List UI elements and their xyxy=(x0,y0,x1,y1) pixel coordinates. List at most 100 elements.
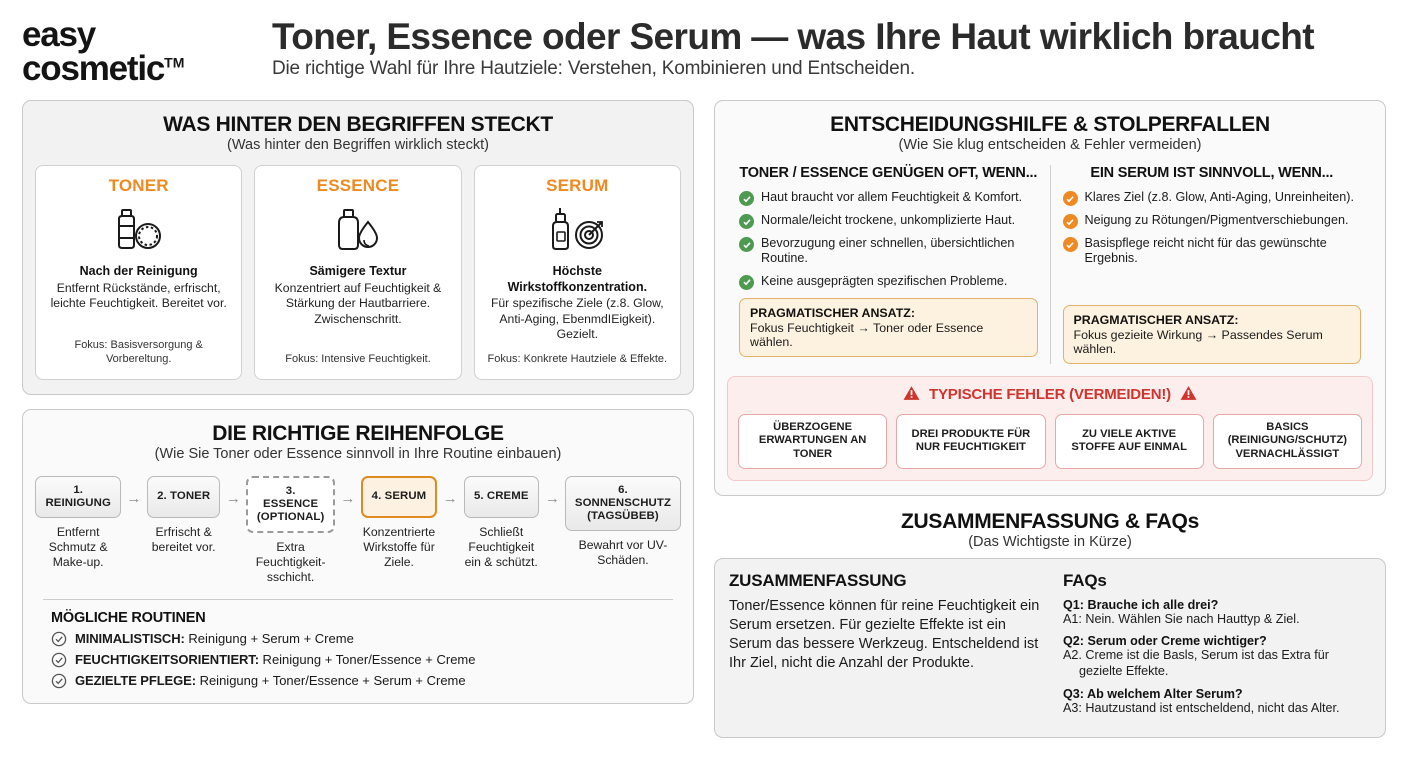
faq-question: Q2: Serum oder Creme wichtiger? xyxy=(1063,634,1267,649)
concepts-panel-subtitle: (Was hinter den Begriffen wirklich steck… xyxy=(227,137,489,153)
decision-panel-subtitle: (Wie Sie klug entscheiden & Fehler verme… xyxy=(898,137,1202,153)
concepts-panel-title: WAS HINTER DEN BEGRIFFEN STECKT xyxy=(163,113,553,136)
brand-logo-word: cosmetic xyxy=(22,48,165,88)
flow-step-caption-5: Schließt Feuchtigkeit ein & schützt. xyxy=(464,524,538,569)
flow-arrow-icon: → xyxy=(442,489,458,507)
concept-name-essence: ESSENCE xyxy=(316,176,400,195)
flow-step-1[interactable]: 1. REINIGUNG Entfernt Schmutz & Make-up. xyxy=(35,475,122,570)
decision-left-heading: TONER / ESSENCE GENÜGEN OFT, WENN... xyxy=(739,165,1038,181)
flow-arrow-icon: → xyxy=(340,489,356,507)
page-title: Toner, Essence oder Serum — was Ihre Hau… xyxy=(272,16,1315,57)
check-badge-orange-icon xyxy=(1062,237,1078,252)
flow-arrow-icon: → xyxy=(126,489,142,507)
check-badge-orange-icon xyxy=(1062,191,1078,206)
flow-step-label-1: 1. REINIGUNG xyxy=(35,475,122,519)
error-box: DREI PRODUKTE FÜR NUR FEUCHTIGKEIT xyxy=(896,413,1046,469)
routine-flow: 1. REINIGUNG Entfernt Schmutz & Make-up.… xyxy=(35,475,681,585)
pragmatic-body-left: Fokus Feuchtigkeit → Toner oder Essence … xyxy=(750,320,984,349)
essence-bottle-droplet-icon xyxy=(332,202,384,260)
faq-answer: A3: Hautzustand ist entscheldend, nicht … xyxy=(1063,700,1340,715)
flow-step-6[interactable]: 6. SONNENSCHUTZ (TAGSÜBEB) Bewahrt vor U… xyxy=(564,475,681,568)
pragmatic-box-right: PRAGMATISCHER ANSATZ: Fokus gezieite Wir… xyxy=(1062,304,1361,364)
routine-list-item: FEUCHTIGKEITSORIENTIERT: Reinigung + Ton… xyxy=(35,647,681,668)
concept-heading-toner: Nach der Reinigung xyxy=(79,264,198,278)
concept-card-essence: ESSENCE Sämigere Textur Konzentriert auf… xyxy=(254,165,462,380)
decision-left-item-text: Haut braucht vor allem Feuchtigkeit & Ko… xyxy=(761,190,1023,204)
flow-step-5[interactable]: 5. CREME Schließt Feuchtigkeit ein & sch… xyxy=(463,475,540,570)
concept-name-serum: SERUM xyxy=(546,176,609,195)
faq-heading: FAQs xyxy=(1063,570,1107,590)
check-circle-icon xyxy=(51,631,67,647)
flow-step-label-2: 2. TONER xyxy=(147,475,221,518)
concept-card-row: TONER Nach der Reinigung xyxy=(35,165,681,380)
flow-step-caption-4: Konzentrierte Wirkstoffe für Ziele. xyxy=(362,524,436,569)
decision-left-item: Haut braucht vor allem Feuchtigkeit & Ko… xyxy=(739,190,1038,206)
decision-column-serum: EIN SERUM IST SINNVOLL, WENN... Klares Z… xyxy=(1049,165,1374,364)
flow-step-caption-1: Entfernt Schmutz & Make-up. xyxy=(48,525,108,569)
flow-step-label-6: 6. SONNENSCHUTZ (TAGSÜBEB) xyxy=(564,475,681,532)
routine-label: MINIMALISTISCH: xyxy=(75,631,185,647)
check-badge-orange-icon xyxy=(1062,214,1078,229)
order-panel-subtitle: (Wie Sie Toner oder Essence sinnvoll in … xyxy=(154,445,562,462)
decision-columns: TONER / ESSENCE GENÜGEN OFT, WENN... Hau… xyxy=(727,165,1373,364)
concepts-panel: WAS HINTER DEN BEGRIFFEN STECKT (Was hin… xyxy=(22,100,694,395)
concept-card-toner: TONER Nach der Reinigung xyxy=(35,165,243,380)
serum-dropper-target-icon xyxy=(546,202,608,260)
check-badge-green-icon xyxy=(739,214,754,229)
routine-label: GEZIELTE PFLEGE: xyxy=(75,673,196,689)
warning-triangle-icon-left xyxy=(903,385,920,405)
flow-arrow-icon: → xyxy=(544,489,560,507)
error-box: ZU VIELE AKTIVE STOFFE AUF EINMAL xyxy=(1054,413,1204,469)
errors-title: TYPISCHE FEHLER (VERMEIDEN!) xyxy=(929,386,1171,404)
flow-step-caption-3: Extra Feuchtigkeit-sschicht. xyxy=(255,540,326,584)
content-columns: WAS HINTER DEN BEGRIFFEN STECKT (Was hin… xyxy=(0,100,1408,738)
title-block: Toner, Essence oder Serum — was Ihre Hau… xyxy=(272,10,1386,80)
decision-right-item-text: Basispflege reicht nicht für das gewünsc… xyxy=(1084,236,1327,266)
concept-heading-serum: Höchste Wirkstoffkonzentration. xyxy=(507,264,648,294)
decision-panel: ENTSCHEIDUNGSHILFE & STOLPERFALLEN (Wie … xyxy=(714,100,1386,496)
flow-step-caption-6: Bewahrt vor UV-Schäden. xyxy=(578,538,668,568)
concept-card-serum: SERUM xyxy=(473,165,681,380)
decision-right-item: Klares Ziel (z.8. Glow, Anti-Aging, Unre… xyxy=(1062,190,1362,206)
faq-block: FAQs Q1: Brauche ich alle drei? A1: Nein… xyxy=(1063,571,1371,723)
concept-name-toner: TONER xyxy=(108,176,169,195)
decision-left-item: Bevorzugung einer schnellen, übersichtli… xyxy=(739,236,1038,267)
routine-text: Reinigung + Toner/Essence + Serum + Crem… xyxy=(195,673,466,689)
summary-section-title: ZUSAMMENFASSUNG & FAQs xyxy=(901,509,1199,533)
decision-panel-title: ENTSCHEIDUNGSHILFE & STOLPERFALLEN xyxy=(830,113,1270,136)
concept-heading-essence: Sämigere Textur xyxy=(309,264,407,278)
routine-list-item: GEZIELTE PFLEGE: Reinigung + Toner/Essen… xyxy=(35,668,681,689)
pragmatic-title-left: PRAGMATISCHER ANSATZ: xyxy=(750,305,915,320)
brand-logo-line2: cosmeticTM xyxy=(22,48,184,88)
decision-left-item-text: Normale/leicht trockene, unkomplizierte … xyxy=(761,213,1016,227)
decision-left-item: Keine ausgeprägten spezifischen Probleme… xyxy=(739,274,1038,290)
error-box: ÜBERZOGENE ERWARTUNGEN AN TONER xyxy=(738,413,888,469)
summary-section: ZUSAMMENFASSUNG & FAQs (Das Wichtigste i… xyxy=(714,504,1386,738)
summary-section-subtitle: (Das Wichtigste in Kürze) xyxy=(968,533,1132,550)
flow-step-4[interactable]: 4. SERUM Konzentrierte Wirkstoffe für Zi… xyxy=(360,475,438,570)
right-column: ENTSCHEIDUNGSHILFE & STOLPERFALLEN (Wie … xyxy=(714,100,1386,738)
order-panel: DIE RICHTIGE REIHENFOLGE (Wie Sie Toner … xyxy=(22,408,694,704)
decision-left-item: Normale/leicht trockene, unkomplizierte … xyxy=(739,213,1038,229)
flow-step-label-4: 4. SERUM xyxy=(360,475,438,518)
page-subtitle: Die richtige Wahl für Ihre Hautziele: Ve… xyxy=(272,57,915,79)
decision-right-item: Basispflege reicht nicht für das gewünsc… xyxy=(1062,236,1362,267)
decision-right-item: Neigung zu Rötungen/Pigmentverschiebunge… xyxy=(1062,213,1362,229)
brand-logo-line1: easy xyxy=(22,15,96,54)
flow-step-2[interactable]: 2. TONER Erfrischt & bereitet vor. xyxy=(146,475,221,555)
section-divider xyxy=(43,598,673,600)
page-header: easy cosmeticTM Toner, Essence oder Seru… xyxy=(0,0,1408,100)
flow-step-3[interactable]: 3. ESSENCE (OPTIONAL) Extra Feuchtigkeit… xyxy=(245,475,336,585)
faq-question: Q3: Ab welchem Alter Serum? xyxy=(1063,686,1243,701)
check-badge-green-icon xyxy=(739,237,754,252)
concept-body-essence: Konzentriert auf Feuchtigkeit & Stärkung… xyxy=(274,280,442,326)
common-errors-box: TYPISCHE FEHLER (VERMEIDEN!) ÜBERZOGENE … xyxy=(727,375,1373,481)
brand-logo: easy cosmeticTM xyxy=(22,10,272,85)
errors-title-row: TYPISCHE FEHLER (VERMEIDEN!) xyxy=(738,385,1362,405)
toner-bottle-pad-icon xyxy=(111,202,167,260)
check-badge-green-icon xyxy=(739,191,754,206)
pragmatic-box-left: PRAGMATISCHER ANSATZ: Fokus Feuchtigkeit… xyxy=(739,297,1038,357)
check-badge-green-icon xyxy=(739,274,754,290)
summary-panel: ZUSAMMENFASSUNG Toner/Essence können für… xyxy=(714,557,1386,738)
